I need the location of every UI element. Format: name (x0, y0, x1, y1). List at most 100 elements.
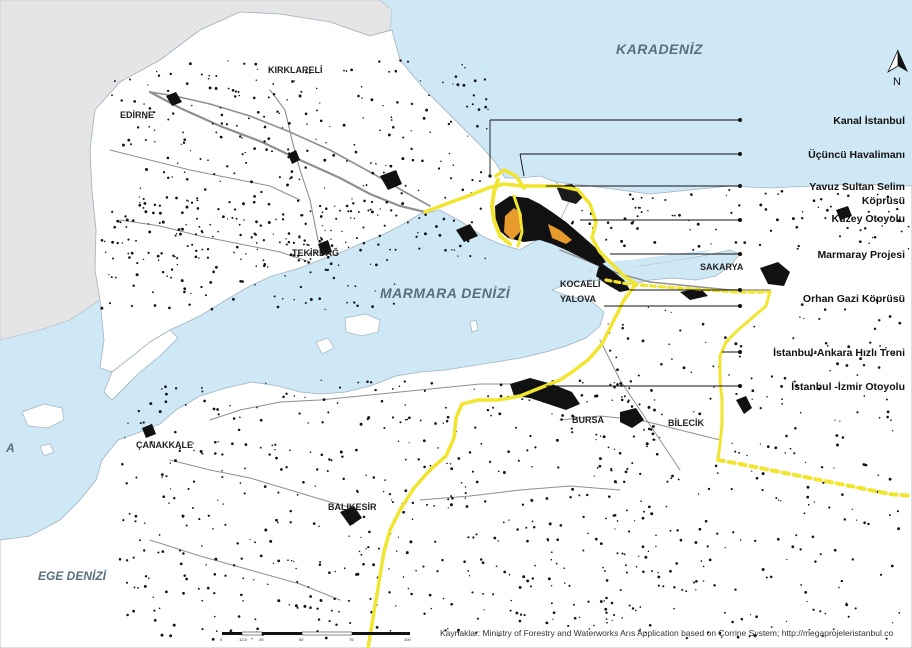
project-leader-lines (489, 119, 740, 387)
settlement-dot (362, 117, 364, 119)
settlement-dot (153, 304, 157, 307)
settlement-dot (268, 453, 271, 456)
settlement-dot (738, 204, 741, 207)
settlement-dot (174, 430, 177, 434)
settlement-dot (677, 478, 680, 481)
settlement-dot (288, 122, 291, 125)
settlement-dot (343, 567, 346, 570)
settlement-dot (713, 386, 715, 388)
settlement-dot (569, 495, 572, 499)
settlement-dot (321, 211, 324, 214)
settlement-dot (282, 213, 285, 216)
settlement-dot (775, 218, 779, 222)
settlement-dot (761, 568, 765, 571)
scale-tick: 25 (259, 637, 264, 642)
settlement-dot (521, 503, 525, 506)
settlement-dot (488, 460, 492, 464)
settlement-dot (354, 150, 358, 154)
settlement-dot (152, 291, 154, 294)
settlement-dot (647, 306, 650, 309)
settlement-dot (241, 280, 244, 283)
city-label-yalova: YALOVA (560, 294, 597, 304)
settlement-dot (330, 229, 332, 232)
settlement-dot (161, 220, 165, 224)
settlement-dot (271, 444, 274, 447)
settlement-dot (655, 545, 657, 548)
settlement-dot (402, 576, 405, 578)
settlement-dot (174, 459, 177, 463)
settlement-dot (721, 636, 723, 638)
settlement-dot (312, 522, 316, 525)
settlement-dot (239, 135, 242, 138)
settlement-dot (228, 200, 231, 204)
settlement-dot (885, 347, 887, 349)
settlement-dot (586, 400, 588, 403)
settlement-dot (690, 193, 693, 196)
settlement-dot (620, 239, 624, 243)
settlement-dot (799, 316, 801, 318)
city-label-bilecik: BİLECİK (668, 418, 705, 428)
settlement-dot (388, 568, 390, 570)
settlement-dot (660, 363, 663, 366)
settlement-dot (755, 476, 759, 480)
settlement-dot (730, 488, 733, 491)
settlement-dot (142, 258, 145, 261)
settlement-dot (286, 99, 289, 101)
settlement-dot (172, 254, 175, 257)
settlement-dot (750, 614, 752, 616)
settlement-dot (404, 404, 407, 406)
settlement-dot (522, 575, 526, 579)
settlement-dot (404, 458, 407, 461)
settlement-dot (124, 215, 127, 218)
settlement-dot (161, 388, 163, 390)
settlement-dot (475, 631, 478, 634)
settlement-dot (886, 410, 890, 414)
settlement-dot (134, 520, 137, 523)
settlement-dot (568, 584, 571, 587)
settlement-dot (330, 244, 334, 247)
settlement-dot (550, 602, 553, 605)
settlement-dot (174, 234, 177, 237)
scale-tick: 75 (349, 637, 354, 642)
settlement-dot (236, 542, 239, 545)
settlement-dot (705, 341, 707, 344)
settlement-dot (206, 256, 210, 259)
settlement-dot (477, 108, 481, 111)
settlement-dot (718, 631, 722, 635)
settlement-dot (389, 164, 393, 168)
settlement-dot (636, 215, 639, 218)
settlement-dot (841, 219, 843, 221)
settlement-dot (428, 94, 430, 97)
settlement-dot (502, 521, 505, 524)
settlement-dot (345, 204, 349, 208)
settlement-dot (184, 404, 187, 406)
settlement-dot (125, 218, 129, 222)
settlement-dot (250, 180, 253, 184)
settlement-dot (322, 398, 326, 401)
settlement-dot (176, 162, 179, 165)
settlement-dot (635, 565, 638, 568)
settlement-dot (408, 442, 410, 444)
settlement-dot (169, 634, 173, 638)
settlement-dot (429, 131, 431, 133)
settlement-dot (385, 164, 387, 167)
settlement-dot (795, 384, 798, 387)
settlement-dot (401, 202, 405, 206)
settlement-dot (289, 509, 292, 513)
settlement-dot (639, 628, 641, 631)
settlement-dot (143, 522, 146, 524)
settlement-dot (287, 559, 289, 562)
settlement-dot (644, 631, 647, 634)
settlement-dot (345, 241, 347, 244)
settlement-dot (588, 628, 591, 630)
settlement-dot (292, 254, 296, 257)
settlement-dot (671, 358, 673, 360)
settlement-dot (838, 586, 840, 589)
settlement-dot (289, 521, 292, 524)
settlement-dot (800, 303, 804, 306)
settlement-dot (578, 494, 581, 497)
settlement-dot (532, 525, 536, 529)
settlement-dot (716, 532, 719, 535)
settlement-dot (708, 558, 712, 562)
settlement-dot (783, 376, 787, 380)
